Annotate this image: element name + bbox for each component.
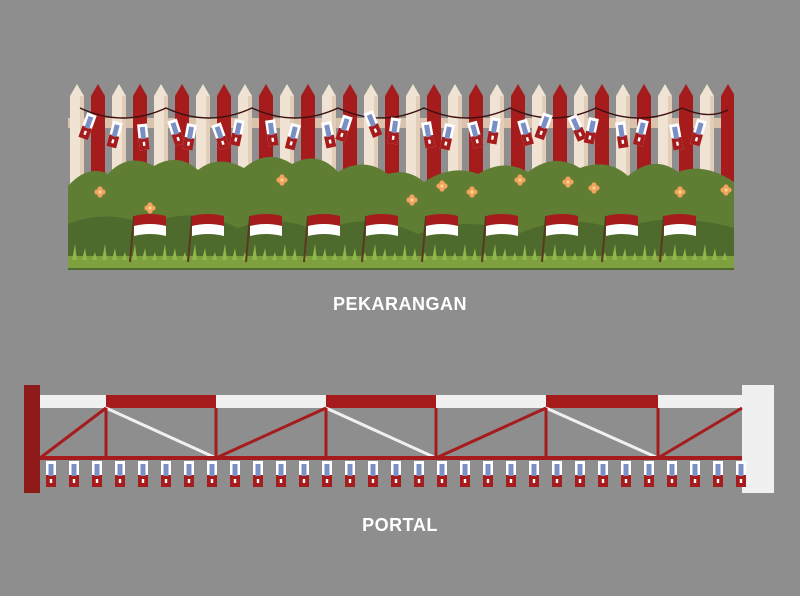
pennant-icon: [439, 122, 455, 151]
flower-icon: [562, 176, 574, 188]
indonesian-flag-icon: [129, 214, 166, 263]
pennant-icon: [92, 461, 102, 487]
gate-post-left: [24, 385, 40, 493]
indonesian-flag-icon: [187, 214, 224, 263]
pennant-icon: [322, 461, 332, 487]
flower-icon: [588, 182, 600, 194]
pennant-icon: [387, 117, 401, 145]
pekarangan-caption: PEKARANGAN: [332, 294, 467, 314]
pennant-icon: [182, 123, 197, 151]
pennant-icon: [276, 461, 286, 487]
pennant-icon: [69, 461, 79, 487]
pennant-icon: [115, 461, 125, 487]
pennant-icon: [583, 116, 599, 145]
indonesian-flag-icon: [303, 214, 340, 263]
pennant-icon: [621, 461, 631, 487]
pennant-icon: [669, 123, 684, 151]
pennant-icon: [184, 461, 194, 487]
pennant-icon: [713, 461, 723, 487]
portal-illustration: [24, 383, 776, 495]
bushes-icon: [68, 156, 734, 270]
flower-icon: [436, 180, 448, 192]
pennant-icon: [229, 118, 245, 147]
pennant-icon: [529, 461, 539, 487]
pennant-icon: [207, 461, 217, 487]
flower-icon: [144, 202, 156, 214]
pekarangan-illustration: [68, 78, 734, 270]
pennant-icon: [736, 461, 746, 487]
boom-gate-icon: [39, 395, 743, 460]
pennant-icon: [46, 461, 56, 487]
pennant-icon: [253, 461, 263, 487]
bunting-icon: [78, 107, 729, 151]
pennant-icon: [467, 120, 484, 149]
pennant-icon: [421, 121, 436, 149]
pennant-icon: [167, 118, 185, 147]
pennant-icon: [517, 118, 534, 147]
pennant-icon: [106, 120, 123, 149]
pennant-icon: [345, 461, 355, 487]
pennant-icon: [615, 121, 629, 149]
pennant-icon: [632, 118, 649, 147]
pennant-icon: [644, 461, 654, 487]
indonesian-flag-icon: [541, 214, 578, 263]
pennant-icon: [137, 123, 150, 151]
pennant-icon: [486, 117, 501, 145]
pennant-icon: [335, 114, 353, 143]
pennant-icon: [211, 122, 230, 151]
pennant-icon: [437, 461, 447, 487]
pennant-icon: [575, 461, 585, 487]
gate-post-right: [742, 385, 774, 493]
grass-icon: [72, 244, 727, 260]
pennant-icon: [363, 110, 383, 138]
pennant-icon: [299, 461, 309, 487]
indonesian-flag-icon: [361, 214, 398, 263]
flower-icon: [514, 174, 526, 186]
pennant-icon: [506, 461, 516, 487]
indonesian-flag-icon: [245, 214, 282, 263]
portal-svg: [24, 385, 774, 493]
flower-icon: [674, 186, 686, 198]
flower-icon: [466, 186, 478, 198]
pennant-row-icon: [46, 461, 746, 487]
pennant-icon: [460, 461, 470, 487]
flower-icon: [94, 186, 106, 198]
pennant-icon: [391, 461, 401, 487]
pennant-icon: [368, 461, 378, 487]
pennant-icon: [265, 119, 279, 147]
pennant-icon: [690, 461, 700, 487]
indonesian-flag-icon: [659, 214, 696, 263]
pennant-icon: [284, 122, 301, 151]
indonesian-flag-icon: [481, 214, 518, 263]
pennant-icon: [567, 113, 588, 142]
pennant-icon: [414, 461, 424, 487]
pennant-icon: [230, 461, 240, 487]
flower-icon: [276, 174, 288, 186]
portal-caption: PORTAL: [362, 515, 438, 535]
pennant-icon: [690, 118, 707, 147]
pennant-icon: [138, 461, 148, 487]
yard-svg: [68, 84, 734, 270]
flower-icon: [720, 184, 732, 196]
pennant-icon: [552, 461, 562, 487]
indonesian-flag-icon: [421, 214, 458, 263]
pennant-icon: [321, 120, 337, 149]
pennant-icon: [161, 461, 171, 487]
pennant-icon: [534, 112, 553, 141]
indonesian-flag-icon: [601, 214, 638, 263]
pennant-icon: [598, 461, 608, 487]
pennant-icon: [667, 461, 677, 487]
pennant-icon: [78, 112, 97, 141]
pennant-icon: [483, 461, 493, 487]
flower-icon: [406, 194, 418, 206]
